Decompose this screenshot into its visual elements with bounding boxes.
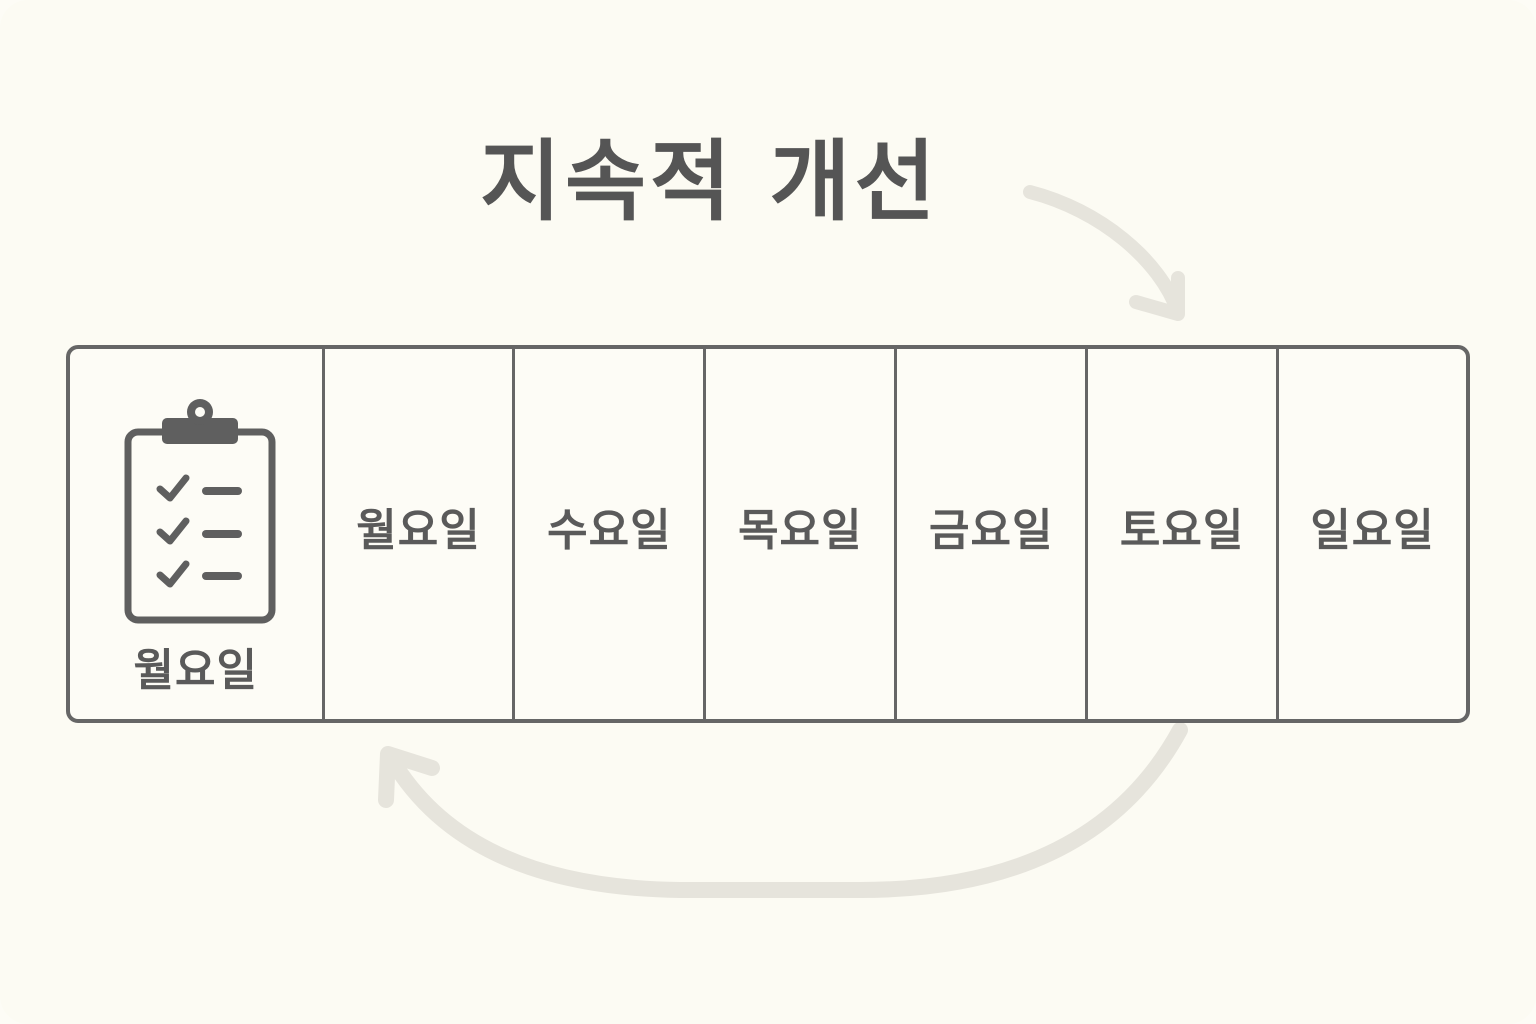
day-label-monday-checklist: 월요일 — [133, 645, 258, 696]
day-cell-wednesday: 수요일 — [512, 349, 703, 719]
day-label-monday: 월요일 — [356, 505, 481, 556]
clipboard-checklist-icon — [124, 399, 276, 624]
day-cell-monday: 월요일 — [321, 349, 513, 719]
day-cell-friday: 금요일 — [894, 349, 1085, 719]
day-label-sunday: 일요일 — [1310, 505, 1435, 556]
day-label-friday: 금요일 — [928, 505, 1054, 556]
day-label-thursday: 목요일 — [738, 505, 863, 556]
day-cell-saturday: 토요일 — [1085, 349, 1276, 719]
diagram-title: 지속적 개선 — [480, 130, 940, 233]
day-label-saturday: 토요일 — [1119, 505, 1245, 556]
day-label-wednesday: 수요일 — [547, 505, 672, 556]
day-cell-sunday: 일요일 — [1276, 349, 1466, 719]
week-strip: 월요일 월요일 수요일 목요일 금요일 토요일 일요일 — [66, 345, 1470, 723]
day-cell-thursday: 목요일 — [703, 349, 894, 719]
day-cell-checklist: 월요일 — [70, 349, 322, 719]
